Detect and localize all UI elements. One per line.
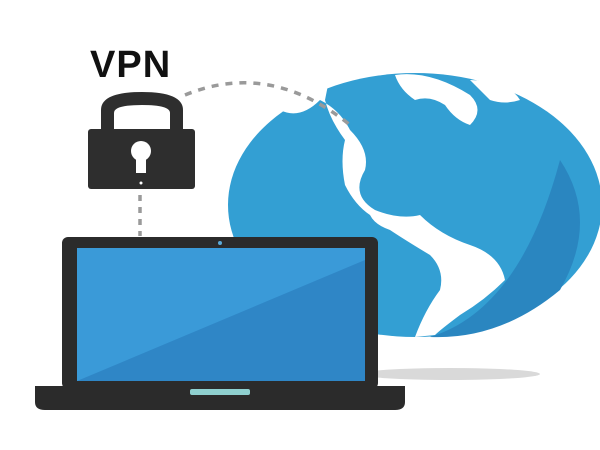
padlock-icon xyxy=(88,92,195,189)
vpn-label: VPN xyxy=(90,44,172,86)
laptop-icon xyxy=(35,237,405,410)
trackpad-notch xyxy=(190,389,250,395)
dashed-connector-arc xyxy=(184,81,352,127)
ground-shadow xyxy=(360,368,540,380)
